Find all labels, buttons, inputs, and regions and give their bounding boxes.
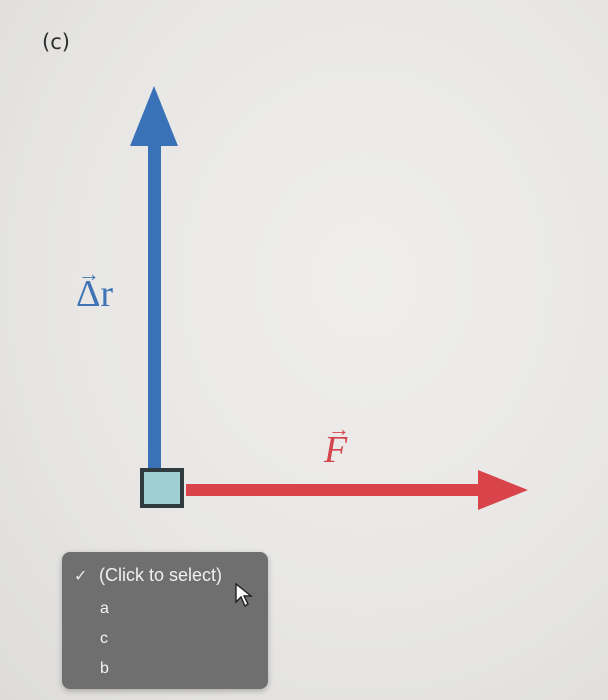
dropdown-option-placeholder[interactable]: ✓ (Click to select): [62, 562, 268, 590]
displacement-arrow-head: [130, 86, 178, 146]
force-arrow-shaft: [186, 484, 481, 496]
displacement-label: → Δr: [76, 261, 114, 316]
displacement-arrow-shaft: [148, 140, 161, 475]
object-square: [140, 468, 184, 508]
dropdown-option-c[interactable]: c: [62, 624, 268, 652]
answer-dropdown[interactable]: ✓ (Click to select) a c b: [62, 552, 268, 689]
part-label: (c): [42, 30, 70, 54]
dropdown-placeholder-text: (Click to select): [99, 565, 223, 585]
dropdown-option-label: a: [100, 600, 109, 617]
force-label: → F: [324, 416, 350, 472]
checkmark-icon: ✓: [74, 568, 88, 585]
dropdown-option-b[interactable]: b: [62, 654, 268, 682]
force-label-text: F: [324, 429, 348, 471]
mouse-pointer-icon: [235, 582, 253, 608]
dropdown-option-a[interactable]: a: [62, 594, 268, 622]
vector-arrow-icon: →: [328, 416, 350, 441]
displacement-label-text: Δr: [76, 273, 114, 315]
force-arrow-head: [478, 470, 528, 510]
dropdown-option-label: c: [100, 630, 108, 647]
dropdown-option-label: b: [100, 660, 109, 677]
vector-arrow-icon: →: [78, 261, 100, 286]
